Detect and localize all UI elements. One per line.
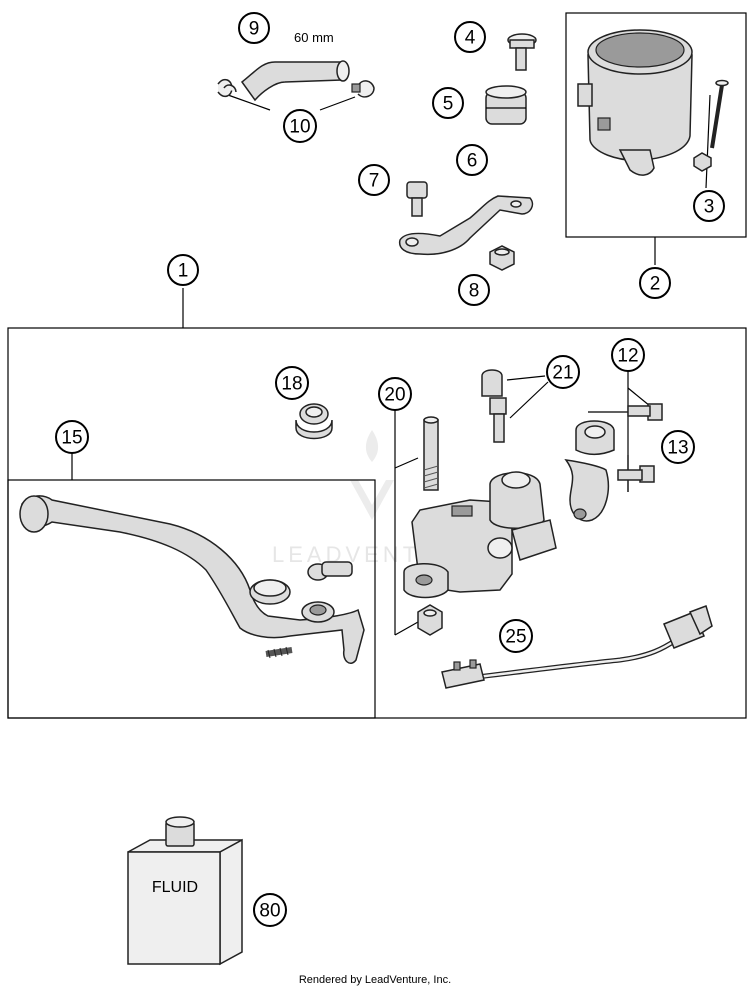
callout-9-number: 9	[249, 19, 260, 40]
callout-21-number: 21	[552, 363, 573, 384]
callout-3: 3	[693, 190, 725, 222]
reservoir-kit-frame	[565, 12, 747, 238]
hose	[240, 60, 350, 102]
fluid-bottle-label: FLUID	[152, 879, 198, 896]
callout-80-number: 80	[259, 901, 280, 922]
callout-5: 5	[432, 87, 464, 119]
hose-clamps	[217, 78, 375, 98]
brake-fluid-bottle: FLUID	[127, 816, 243, 966]
brake-lever	[19, 495, 365, 664]
reservoir-bracket	[398, 195, 534, 256]
callout-8: 8	[458, 274, 490, 306]
callout-12: 12	[611, 338, 645, 372]
lever-assembly-frame	[7, 479, 376, 719]
callout-4-number: 4	[465, 28, 476, 49]
callout-10: 10	[283, 109, 317, 143]
callout-8-number: 8	[469, 281, 480, 302]
brake-fluid-reservoir	[577, 29, 693, 176]
callout-6: 6	[456, 144, 488, 176]
callout-9: 9	[238, 12, 270, 44]
callout-7-number: 7	[369, 171, 380, 192]
callout-10-number: 10	[289, 117, 310, 138]
callout-2-number: 2	[650, 274, 661, 295]
pivot-bolt	[423, 416, 439, 491]
bracket-nut	[489, 245, 515, 271]
callout-5-number: 5	[443, 94, 454, 115]
bleeder-screw	[481, 369, 507, 443]
callout-12-number: 12	[617, 346, 638, 367]
callout-13: 13	[661, 430, 695, 464]
callout-25: 25	[499, 619, 533, 653]
callout-13-number: 13	[667, 438, 688, 459]
callout-1-number: 1	[178, 261, 189, 282]
leader-lines	[71, 94, 711, 636]
brake-light-switch	[441, 605, 713, 689]
pivot-nut	[417, 604, 443, 636]
bracket-bolt	[406, 181, 428, 217]
callout-4: 4	[454, 21, 486, 53]
handlebar-clamp	[564, 403, 663, 522]
callout-21: 21	[546, 355, 580, 389]
callout-15: 15	[55, 420, 89, 454]
reservoir-screw	[507, 33, 537, 71]
callout-25-number: 25	[505, 627, 526, 648]
hose-length-label: 60 mm	[294, 30, 334, 45]
callout-1: 1	[167, 254, 199, 286]
rubber-grommet	[485, 85, 527, 125]
dust-cap	[295, 403, 333, 440]
callout-20-number: 20	[384, 385, 405, 406]
callout-15-number: 15	[61, 428, 82, 449]
callout-6-number: 6	[467, 151, 478, 172]
callout-7: 7	[358, 164, 390, 196]
callout-20: 20	[378, 377, 412, 411]
callout-3-number: 3	[704, 197, 715, 218]
reservoir-mounting-screw	[693, 79, 729, 172]
callout-2: 2	[639, 267, 671, 299]
callout-18-number: 18	[281, 374, 302, 395]
callout-18: 18	[275, 366, 309, 400]
callout-80: 80	[253, 893, 287, 927]
footer-credit: Rendered by LeadVenture, Inc.	[298, 974, 452, 986]
master-cylinder-body	[403, 471, 557, 599]
